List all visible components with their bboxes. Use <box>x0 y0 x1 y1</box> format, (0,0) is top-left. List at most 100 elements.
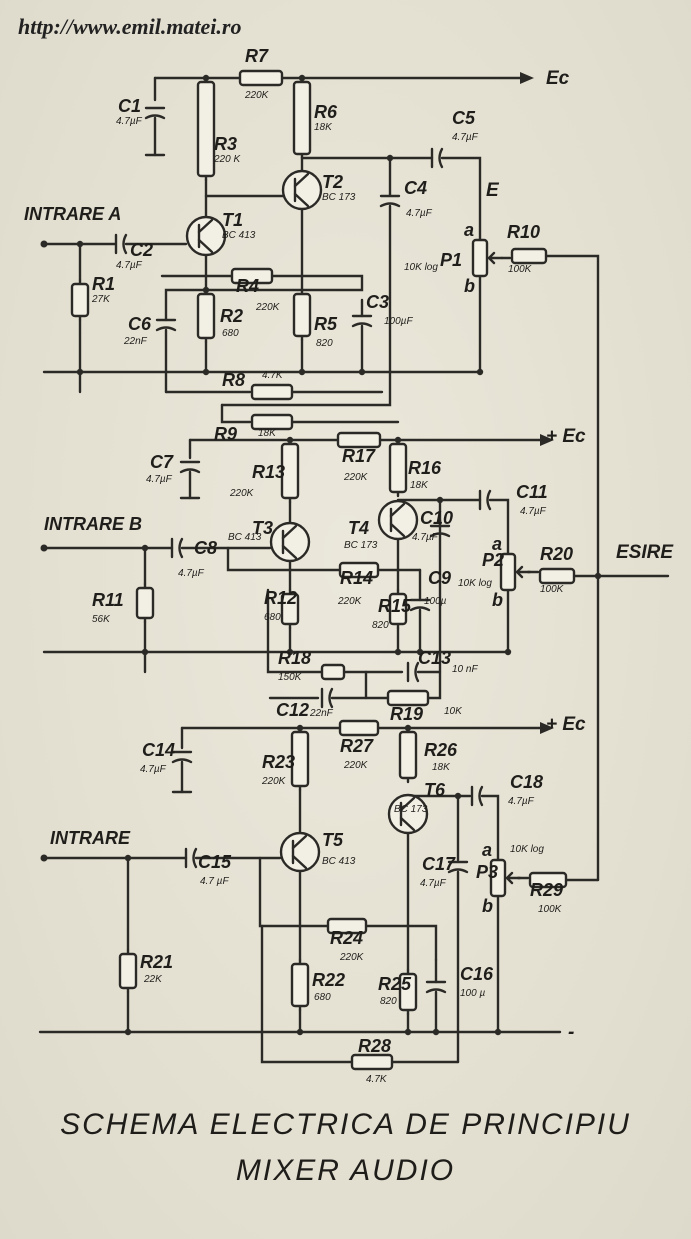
t2-transistor <box>281 169 323 211</box>
r27-value: 220K <box>343 760 369 771</box>
c3-value: 100µF <box>384 316 413 327</box>
c11-label: C11 <box>516 482 548 502</box>
c12-label: C12 <box>276 700 309 720</box>
p1-value: 10K log <box>404 262 438 273</box>
intrare-label: INTRARE <box>50 828 131 848</box>
c1-capacitor-plate <box>144 114 166 120</box>
r8-value: 4.7K <box>262 370 284 381</box>
junction-dot <box>286 648 294 656</box>
junction-dot <box>296 1028 304 1036</box>
t6-emitter-lead <box>399 816 416 832</box>
r4-resistor <box>230 267 274 285</box>
r16-value: 18K <box>410 480 429 491</box>
r27-resistor <box>338 719 380 737</box>
c16-value: 100 µ <box>460 988 485 999</box>
r24-resistor <box>326 917 368 935</box>
r3-label: R3 <box>214 134 237 154</box>
r7-label: R7 <box>245 46 269 66</box>
c16-capacitor-plate <box>425 988 447 994</box>
t5-transistor <box>279 831 321 873</box>
c2-value: 4.7µF <box>116 260 143 271</box>
r29-value: 100K <box>538 904 563 915</box>
intrare-b-label: INTRARE B <box>44 514 142 534</box>
r21-value: 22K <box>143 974 163 985</box>
r23-resistor <box>290 730 310 788</box>
c7-value: 4.7µF <box>146 474 173 485</box>
junction-dot <box>76 368 84 376</box>
r9-resistor <box>250 413 294 431</box>
c6-value: 22nF <box>123 336 148 347</box>
r14-value: 220K <box>337 596 363 607</box>
r11-resistor <box>135 586 155 620</box>
wire <box>258 856 330 928</box>
wire <box>226 546 342 572</box>
t3-value: BC 413 <box>228 532 262 543</box>
r29-resistor <box>528 871 568 889</box>
c8-label: C8 <box>194 538 217 558</box>
r14-label: R14 <box>340 568 373 588</box>
c17-capacitor-plate <box>447 868 469 874</box>
r4-label: R4 <box>236 276 259 296</box>
r12-label: R12 <box>264 588 297 608</box>
supply-arrow <box>540 722 554 734</box>
t2-value: BC 173 <box>322 192 356 203</box>
junction-dot <box>394 648 402 656</box>
r21-label: R21 <box>140 952 173 972</box>
ec-label-bottom: + Ec <box>546 714 586 735</box>
c5-capacitor-plate <box>438 147 444 169</box>
c14-label: C14 <box>142 740 175 760</box>
t1-emitter-lead <box>197 238 214 254</box>
t5-emitter-lead <box>291 854 308 870</box>
r15-resistor <box>388 592 408 626</box>
schematic-subtitle: MIXER AUDIO <box>235 1154 456 1187</box>
c5-label: C5 <box>452 108 476 128</box>
c2-capacitor-plate <box>122 233 128 255</box>
p3-b-label: b <box>482 896 493 916</box>
c2-label: C2 <box>130 240 153 260</box>
r5-value: 820 <box>316 338 333 349</box>
r7-resistor <box>238 69 284 87</box>
c16-label: C16 <box>460 964 494 984</box>
junction-dot <box>141 648 149 656</box>
t4-transistor <box>377 499 419 541</box>
r6-value: 18K <box>314 122 333 133</box>
c13-capacitor-plate <box>414 661 420 683</box>
c13-label: C13 <box>418 648 451 668</box>
r9-value: 18K <box>258 428 277 439</box>
c7-label: C7 <box>150 452 174 472</box>
c8-capacitor-plate <box>178 537 184 559</box>
r29-label: R29 <box>530 880 563 900</box>
c13-value: 10 nF <box>452 664 478 675</box>
junction-dot <box>416 648 424 656</box>
wire <box>220 403 252 424</box>
r18-resistor <box>320 663 346 681</box>
c9-capacitor-plate <box>409 606 431 612</box>
e-label: E <box>486 180 500 201</box>
p1-label: P1 <box>440 250 462 270</box>
r26-label: R26 <box>424 740 458 760</box>
junction-dot <box>476 368 484 376</box>
r17-label: R17 <box>342 446 376 466</box>
p2-b-label: b <box>492 590 503 610</box>
t6-value: BC 173 <box>394 804 428 815</box>
r15-value: 820 <box>372 620 389 631</box>
schematic-title: SCHEMA ELECTRICA DE PRINCIPIU <box>60 1108 631 1141</box>
p3-label: P3 <box>476 862 498 882</box>
wire <box>544 254 600 882</box>
c3-capacitor-plate <box>351 322 373 328</box>
c12-value: 22nF <box>309 708 334 719</box>
r17-value: 220K <box>343 472 369 483</box>
p3-wiper <box>505 871 522 885</box>
c11-value: 4.7µF <box>520 506 547 517</box>
c17-value: 4.7µF <box>420 878 447 889</box>
r1-resistor <box>70 282 90 318</box>
junction-dot <box>358 368 366 376</box>
t5-label: T5 <box>322 830 344 850</box>
r22-value: 680 <box>314 992 331 1003</box>
p2-a-label: a <box>492 534 502 554</box>
r20-value: 100K <box>540 584 565 595</box>
junction-dot <box>504 648 512 656</box>
t5-value: BC 413 <box>322 856 356 867</box>
